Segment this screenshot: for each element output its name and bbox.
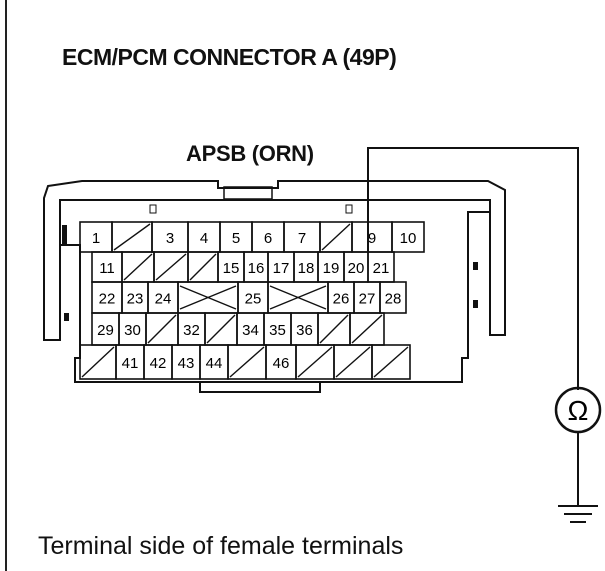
test-wire bbox=[367, 147, 579, 390]
connector-bottom-notch bbox=[199, 382, 321, 393]
terminal-number: 27 bbox=[359, 291, 376, 308]
connector-key-mark bbox=[149, 204, 157, 214]
terminal-number: 22 bbox=[99, 291, 116, 308]
terminal-number: 42 bbox=[150, 355, 167, 372]
unused-terminal-slash bbox=[123, 253, 153, 281]
terminal-number: 16 bbox=[248, 260, 265, 277]
ohmmeter-symbol: Ω bbox=[568, 395, 589, 426]
terminal-number: 43 bbox=[178, 355, 195, 372]
terminal-number: 20 bbox=[348, 260, 365, 277]
terminal-number: 24 bbox=[155, 291, 172, 308]
unused-terminal-slash bbox=[113, 223, 151, 251]
terminal-number: 32 bbox=[183, 322, 200, 339]
view-caption: Terminal side of female terminals bbox=[38, 532, 404, 560]
terminal-cell bbox=[371, 344, 411, 380]
ohmmeter-icon: Ω bbox=[554, 386, 602, 434]
terminal-number: 18 bbox=[298, 260, 315, 277]
unused-terminal-slash bbox=[155, 253, 187, 281]
ground-icon bbox=[558, 505, 598, 523]
terminal-number: 34 bbox=[242, 322, 259, 339]
terminal-number: 21 bbox=[373, 260, 390, 277]
terminal-number: 46 bbox=[273, 355, 290, 372]
terminal-number: 19 bbox=[323, 260, 340, 277]
unused-terminal-slash bbox=[229, 346, 265, 378]
terminal-number: 7 bbox=[298, 230, 306, 247]
unused-terminal-slash bbox=[373, 346, 409, 378]
unused-terminal-slash bbox=[147, 314, 177, 344]
terminal-number: 35 bbox=[269, 322, 286, 339]
unused-terminal-slash bbox=[319, 314, 349, 344]
diagram-title: ECM/PCM CONNECTOR A (49P) bbox=[62, 44, 397, 70]
unused-terminal-slash bbox=[206, 314, 236, 344]
connector-key-mark bbox=[345, 204, 353, 214]
unused-terminal-slash bbox=[297, 346, 333, 378]
terminal-number: 36 bbox=[296, 322, 313, 339]
connector-housing-outline bbox=[43, 180, 506, 341]
terminal-number: 5 bbox=[232, 230, 240, 247]
terminal-number: 25 bbox=[245, 291, 262, 308]
connector-side-marker bbox=[473, 300, 478, 308]
unused-terminal-slash bbox=[189, 253, 217, 281]
unused-terminal-slash bbox=[351, 314, 383, 344]
unused-terminal-slash bbox=[81, 346, 115, 378]
terminal-cell bbox=[391, 221, 425, 253]
unused-terminal-slash bbox=[335, 346, 371, 378]
terminal-cell bbox=[379, 281, 407, 314]
terminal-number: 1 bbox=[92, 230, 100, 247]
terminal-number: 11 bbox=[99, 260, 115, 277]
blocked-cavity-cross bbox=[179, 285, 237, 310]
terminal-number: 28 bbox=[385, 291, 402, 308]
terminal-wire-label: APSB (ORN) bbox=[186, 141, 314, 166]
unused-terminal-slash bbox=[321, 223, 351, 251]
terminal-number: 23 bbox=[127, 291, 144, 308]
terminal-number: 17 bbox=[273, 260, 290, 277]
blocked-cavity-cross bbox=[269, 285, 327, 310]
terminal-number: 26 bbox=[333, 291, 350, 308]
terminal-number: 6 bbox=[264, 230, 272, 247]
terminal-number: 4 bbox=[200, 230, 208, 247]
page-border-line bbox=[5, 0, 7, 571]
connector-side-marker bbox=[64, 313, 69, 321]
connector-side-marker bbox=[62, 225, 67, 245]
terminal-number: 44 bbox=[206, 355, 223, 372]
connector-side-marker bbox=[473, 262, 478, 270]
terminal-number: 15 bbox=[223, 260, 240, 277]
terminal-number: 10 bbox=[400, 230, 417, 247]
terminal-number: 41 bbox=[122, 355, 139, 372]
terminal-number: 3 bbox=[166, 230, 174, 247]
terminal-number: 9 bbox=[368, 230, 376, 247]
terminal-number: 30 bbox=[124, 322, 141, 339]
terminal-number: 29 bbox=[97, 322, 114, 339]
